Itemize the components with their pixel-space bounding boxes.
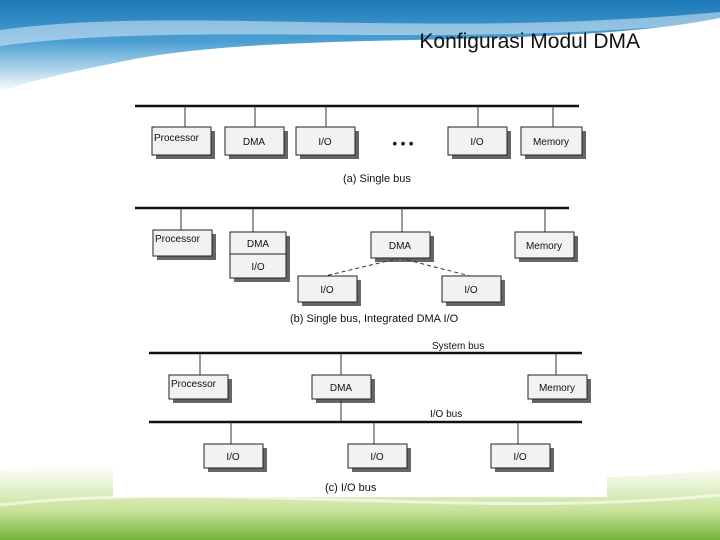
section-b-integrated-dma: Processor DMA I/O DMA Memory I/O [135,206,578,325]
dma-label: DMA [389,241,412,252]
io-box: I/O [490,443,554,472]
section-a-single-bus: Processor DMA I/O • • • I/O Memory (a) S… [135,104,586,185]
memory-box: Memory [527,374,591,403]
dma-io-stack: DMA I/O [229,231,290,282]
io-box: I/O [295,126,359,159]
dashed-link [324,257,401,277]
processor-box: Processor [152,229,216,260]
memory-label: Memory [526,241,562,252]
io-label: I/O [464,285,478,296]
io-label: I/O [370,452,384,463]
io-box: I/O [297,275,361,306]
dma-configuration-diagram: Processor DMA I/O • • • I/O Memory (a) S… [113,95,607,497]
caption-a: (a) Single bus [343,173,411,185]
io-label: I/O [320,285,334,296]
dma-label: DMA [247,239,270,250]
back-arrow-icon[interactable] [636,38,684,86]
memory-box: Memory [520,126,586,159]
io-box: I/O [347,443,411,472]
io-label: I/O [318,137,332,148]
processor-label: Processor [171,379,217,390]
dma-box: DMA [370,231,434,262]
processor-label: Processor [155,234,201,245]
io-label: I/O [513,452,527,463]
dma-box: DMA [224,126,288,159]
io-label: I/O [251,262,265,273]
dashed-link [399,257,471,277]
io-box: I/O [441,275,505,306]
caption-b: (b) Single bus, Integrated DMA I/O [290,313,459,325]
io-box: I/O [203,443,267,472]
slide-title: Konfigurasi Modul DMA [419,30,640,53]
io-label: I/O [470,137,484,148]
memory-label: Memory [533,137,569,148]
memory-label: Memory [539,383,575,394]
io-bus-label: I/O bus [430,409,462,420]
dma-label: DMA [243,137,266,148]
ellipsis-dots: • • • [393,136,414,151]
dma-box: DMA [311,374,375,403]
memory-box: Memory [514,231,578,262]
processor-label: Processor [154,133,200,144]
processor-box: Processor [151,126,215,159]
section-c-io-bus: System bus Processor DMA Memory I/O bus [149,341,591,494]
io-label: I/O [226,452,240,463]
processor-box: Processor [168,374,232,403]
system-bus-label: System bus [432,341,484,352]
io-box: I/O [447,126,511,159]
caption-c: (c) I/O bus [325,482,377,494]
dma-label: DMA [330,383,353,394]
